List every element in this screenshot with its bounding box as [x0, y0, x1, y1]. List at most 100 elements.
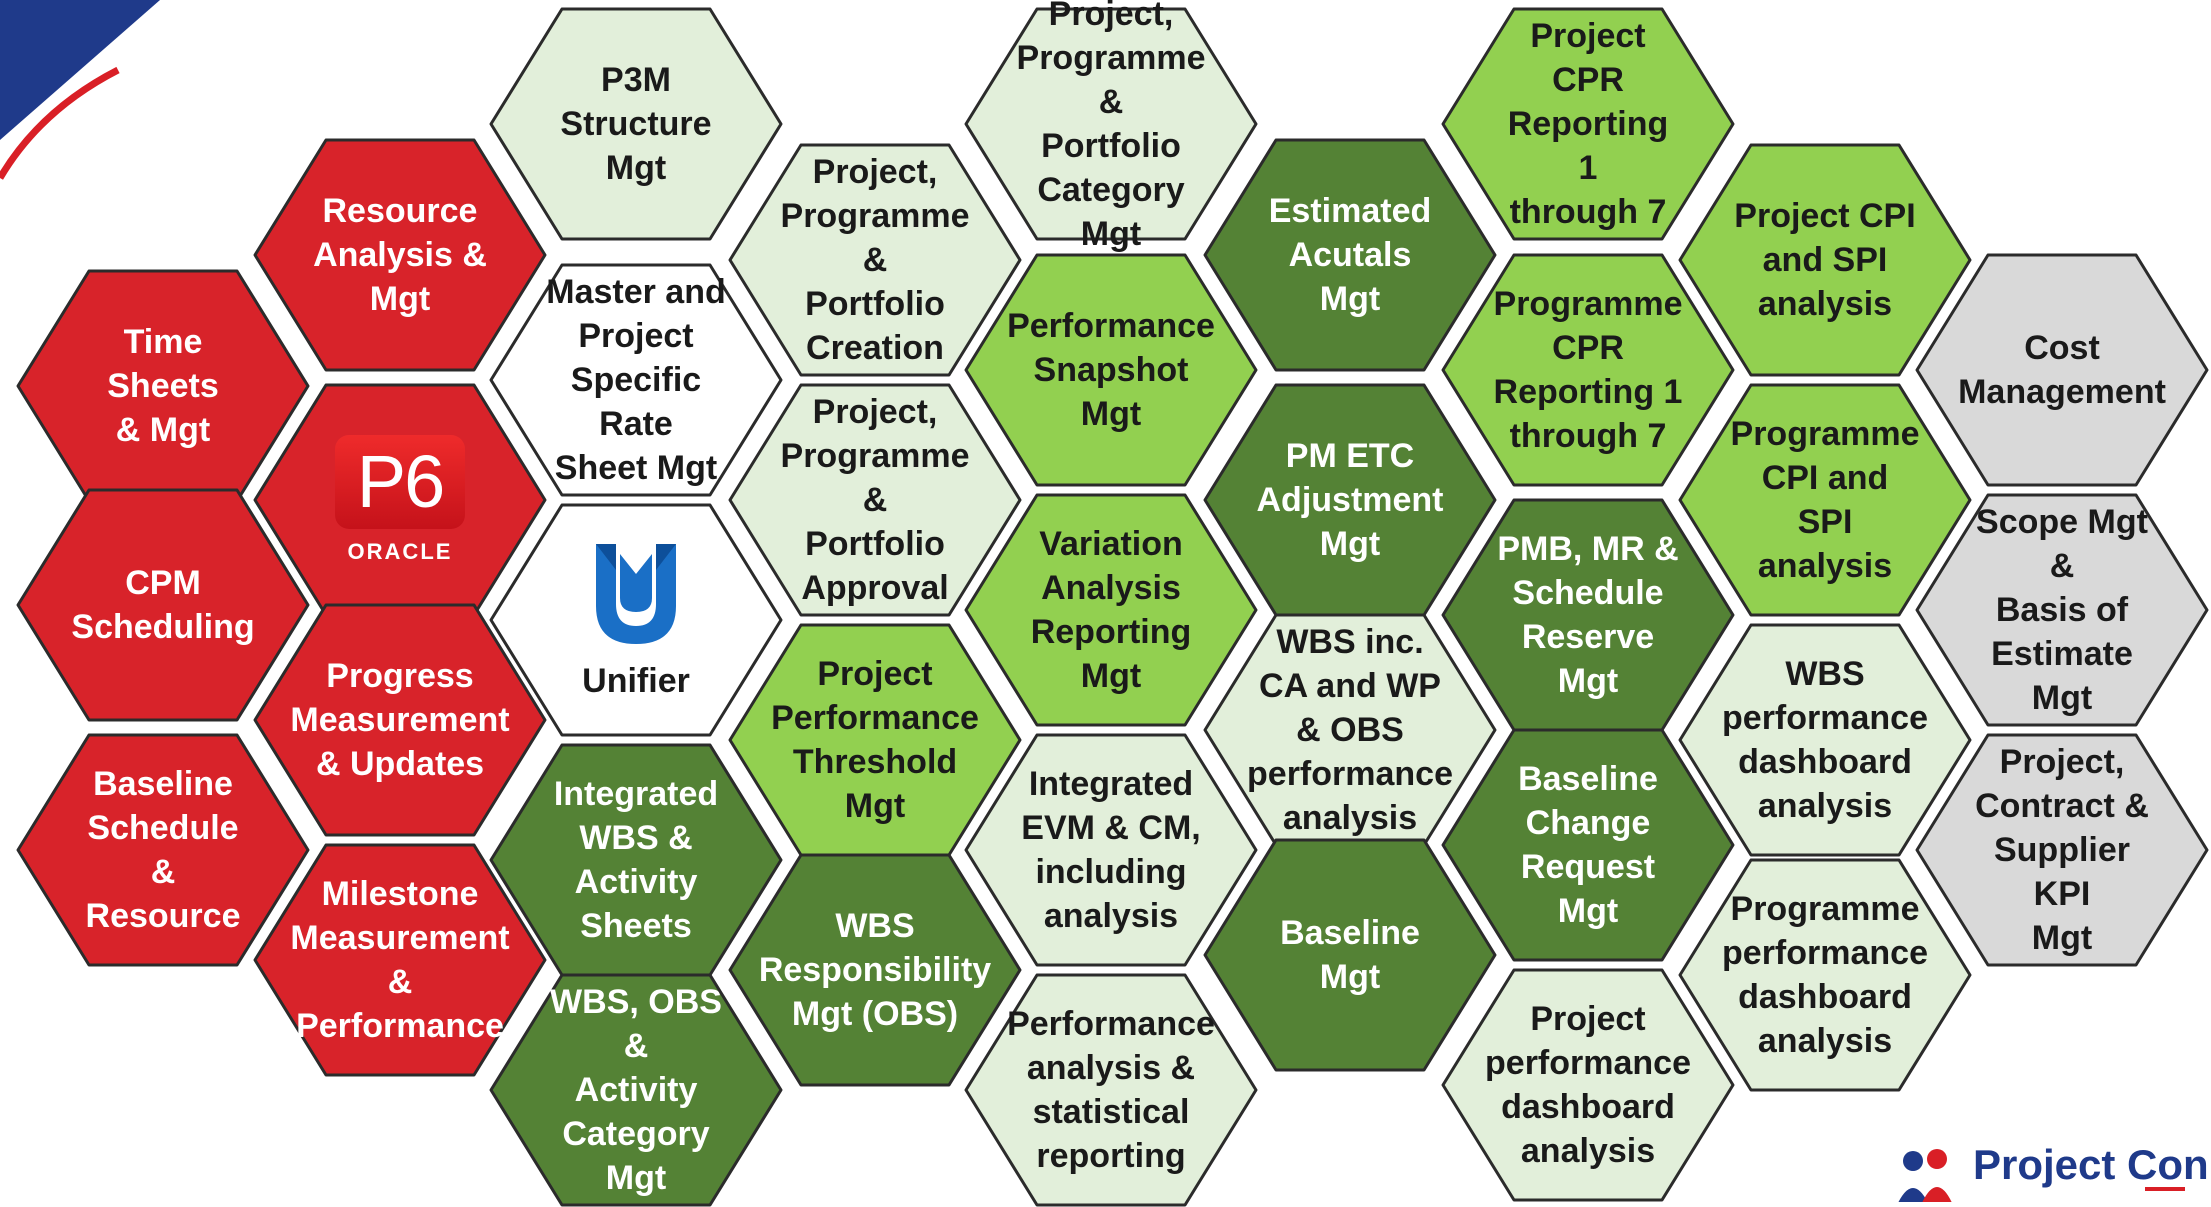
hex-label: Programme CPI and SPI analysis — [1730, 415, 1920, 585]
hex-label: Project CPI and SPI analysis — [1734, 197, 1916, 323]
hex-content: PM ETC Adjustment Mgt — [1256, 383, 1444, 617]
hexagon-shape — [253, 138, 547, 372]
hexagon-shape — [1203, 138, 1497, 372]
hex-project-performance-dashboard: Project performance dashboard analysis — [1441, 968, 1735, 1202]
p6-logo-text: P6 — [335, 435, 465, 529]
hexagon-shape — [1441, 728, 1735, 962]
hex-content: WBS performance dashboard analysis — [1722, 623, 1928, 857]
hex-master-project-rate: Master and Project Specific Rate Sheet M… — [489, 263, 783, 497]
hex-label: Baseline Schedule & Resource — [85, 765, 241, 935]
hex-label: Integrated EVM & CM, including analysis — [1021, 765, 1201, 935]
hex-content: Unifier — [545, 503, 727, 737]
hexagon-shape — [728, 853, 1022, 1087]
hex-label: Performance analysis & statistical repor… — [1007, 1005, 1215, 1175]
hex-content: Performance Snapshot Mgt — [1007, 253, 1215, 487]
hex-content: Performance analysis & statistical repor… — [1007, 973, 1215, 1207]
hex-label: Baseline Mgt — [1280, 914, 1420, 996]
hex-project-threshold: Project Performance Threshold Mgt — [728, 623, 1022, 857]
hex-label: Programme CPR Reporting 1 through 7 — [1493, 285, 1683, 455]
corner-decoration — [0, 0, 160, 180]
hex-content: Programme performance dashboard analysis — [1722, 858, 1928, 1092]
company-name: Project Con — [1973, 1141, 2209, 1188]
hex-label: P3M Structure Mgt — [560, 61, 712, 187]
hexagon-shape — [964, 493, 1258, 727]
hex-label: Integrated WBS & Activity Sheets — [553, 775, 719, 945]
hex-p3m-structure: P3M Structure Mgt — [489, 7, 783, 241]
oracle-logo-text: ORACLE — [347, 539, 453, 564]
hex-content: Project, Programme & Portfolio Approval — [781, 383, 970, 617]
hex-content: Time Sheets & Mgt — [72, 269, 254, 503]
hex-label: Programme performance dashboard analysis — [1722, 890, 1928, 1060]
company-logo: Project Con — [1885, 1135, 2211, 1202]
hex-estimated-acutals: Estimated Acutals Mgt — [1203, 138, 1497, 372]
hexagon-shape — [964, 253, 1258, 487]
hex-content: WBS Responsibility Mgt (OBS) — [759, 853, 991, 1087]
hex-label: Estimated Acutals Mgt — [1268, 192, 1432, 318]
hex-content: Cost Management — [1958, 253, 2166, 487]
hexagon-shape — [1915, 733, 2209, 967]
hex-unifier: Unifier — [489, 503, 783, 737]
hex-content: PMB, MR & Schedule Reserve Mgt — [1497, 498, 1679, 732]
hex-baseline-mgt: Baseline Mgt — [1203, 838, 1497, 1072]
hex-integrated-wbs: Integrated WBS & Activity Sheets — [489, 743, 783, 977]
hex-cost-management: Cost Management — [1915, 253, 2209, 487]
company-accent — [2145, 1187, 2185, 1191]
hex-content: Project performance dashboard analysis — [1485, 968, 1691, 1202]
hex-wbs-obs-activity: WBS, OBS & Activity Category Mgt — [489, 973, 783, 1207]
hex-label: WBS Responsibility Mgt (OBS) — [758, 907, 992, 1033]
hex-programme-performance-dashboard: Programme performance dashboard analysis — [1678, 858, 1972, 1092]
hex-label: WBS inc. CA and WP & OBS performance ana… — [1247, 623, 1453, 837]
hex-pm-etc: PM ETC Adjustment Mgt — [1203, 383, 1497, 617]
hex-content: Resource Analysis & Mgt — [309, 138, 491, 372]
hex-label: WBS, OBS & Activity Category Mgt — [550, 983, 722, 1197]
hex-milestone-measurement: Milestone Measurement & Performance — [253, 843, 547, 1077]
hex-scope-mgt: Scope Mgt & Basis of Estimate Mgt — [1915, 493, 2209, 727]
hexagon-shape — [1441, 7, 1735, 241]
hex-label: Project, Contract & Supplier KPI Mgt — [1975, 743, 2149, 957]
hex-content: Variation Analysis Reporting Mgt — [1020, 493, 1202, 727]
hex-content: Project Performance Threshold Mgt — [771, 623, 979, 857]
hex-content: Milestone Measurement & Performance — [290, 843, 509, 1077]
hex-ppp-category: Project, Programme & Portfolio Category … — [964, 0, 1258, 253]
hex-content: Integrated EVM & CM, including analysis — [1020, 733, 1202, 967]
hexagon-shape — [1678, 623, 1972, 857]
hexagon-shape — [1915, 253, 2209, 487]
hex-content: Project, Programme & Portfolio Creation — [781, 143, 970, 377]
hex-label: WBS performance dashboard analysis — [1722, 655, 1928, 825]
hex-content: WBS inc. CA and WP & OBS performance ana… — [1247, 613, 1453, 847]
hex-label: Progress Measurement & Updates — [290, 657, 510, 783]
hex-kpi-mgt: Project, Contract & Supplier KPI Mgt — [1915, 733, 2209, 967]
hexagon-shape — [489, 7, 783, 241]
hexagon-shape — [1678, 383, 1972, 617]
hex-label: Project performance dashboard analysis — [1485, 1000, 1691, 1170]
hexagon-shape — [964, 733, 1258, 967]
hex-label: PM ETC Adjustment Mgt — [1256, 437, 1444, 563]
hex-label: Master and Project Specific Rate Sheet M… — [546, 273, 726, 487]
hex-programme-cpi-spi: Programme CPI and SPI analysis — [1678, 383, 1972, 617]
hexagon-shape — [16, 733, 310, 967]
hex-content: Programme CPR Reporting 1 through 7 — [1494, 253, 1683, 487]
hex-content: P3M Structure Mgt — [545, 7, 727, 241]
hex-label: Variation Analysis Reporting Mgt — [1030, 525, 1192, 695]
hex-label: Project, Programme & Portfolio Approval — [780, 393, 970, 607]
hex-ppp-creation: Project, Programme & Portfolio Creation — [728, 143, 1022, 377]
hex-content: WBS, OBS & Activity Category Mgt — [545, 973, 727, 1207]
hex-content: Baseline Mgt — [1259, 838, 1441, 1072]
hex-label: Scope Mgt & Basis of Estimate Mgt — [1976, 503, 2148, 717]
hex-wbs-responsibility: WBS Responsibility Mgt (OBS) — [728, 853, 1022, 1087]
hexagon-shape — [253, 843, 547, 1077]
unifier-logo: Unifier — [582, 540, 690, 701]
unifier-icon — [596, 543, 676, 644]
hex-content: Baseline Change Request Mgt — [1497, 728, 1679, 962]
hex-content: Progress Measurement & Updates — [290, 603, 509, 837]
hexagon-shape — [1678, 858, 1972, 1092]
hex-label: CPM Scheduling — [71, 564, 255, 646]
hex-label: Time Sheets & Mgt — [107, 323, 219, 449]
hex-resource-analysis: Resource Analysis & Mgt — [253, 138, 547, 372]
hex-wbs-performance-dashboard: WBS performance dashboard analysis — [1678, 623, 1972, 857]
hexagon-shape — [1915, 493, 2209, 727]
hex-label: Cost Management — [1958, 329, 2166, 411]
hexagon-shape — [1678, 143, 1972, 377]
hex-content: Project CPI and SPI analysis — [1734, 143, 1916, 377]
